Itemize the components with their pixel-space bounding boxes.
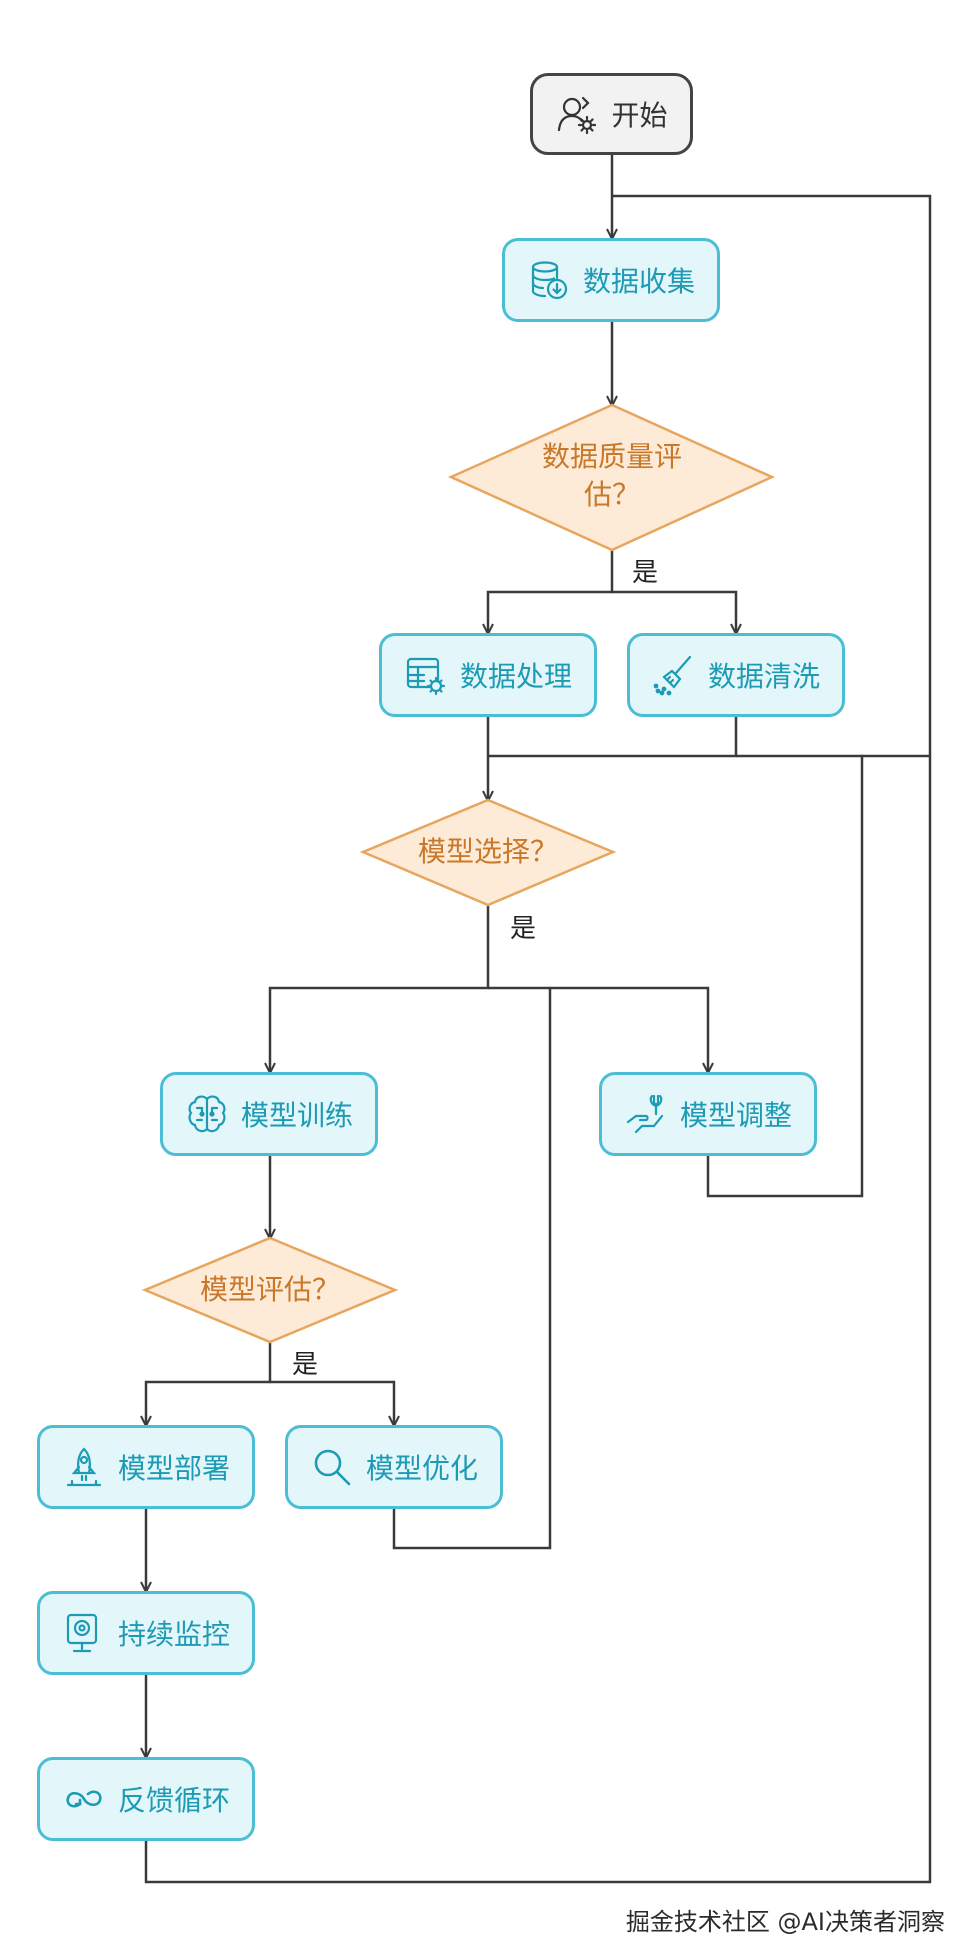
continuous-monitoring-node: 持续监控	[37, 1591, 255, 1675]
start-node: 开始	[530, 73, 693, 155]
edge-select-to-train	[270, 905, 490, 1072]
feedback-loop-label: 反馈循环	[117, 1784, 230, 1817]
database-download-icon	[531, 261, 568, 300]
model-training-node: 模型训练	[160, 1072, 378, 1156]
yes-label-quality: 是	[632, 558, 659, 588]
continuous-monitoring-label: 持续监控	[117, 1618, 230, 1651]
edge-adjust-loop	[706, 754, 864, 1198]
edge-evaluate-to-optimize	[270, 1380, 394, 1425]
data-cleaning-node: 数据清洗	[627, 633, 845, 717]
yes-label-select: 是	[510, 914, 537, 944]
watermark-footer: 掘金技术社区 @AI决策者洞察	[625, 1908, 945, 1936]
decision-select-diamond	[359, 798, 617, 907]
model-tuning-label: 模型调整	[679, 1099, 792, 1132]
data-processing-label: 数据处理	[459, 660, 572, 693]
wrench-hand-icon	[626, 1094, 664, 1134]
feedback-loop-node: 反馈循环	[37, 1757, 255, 1841]
edge-quality-to-process	[488, 550, 614, 633]
edge-evaluate-to-deploy	[146, 1342, 272, 1425]
broom-icon	[653, 655, 692, 696]
edge-feedback-loop	[144, 194, 932, 1884]
edge-optimize-loop	[392, 988, 552, 1550]
model-training-label: 模型训练	[240, 1099, 353, 1132]
model-optimization-node: 模型优化	[285, 1425, 503, 1509]
rocket-icon	[66, 1447, 102, 1487]
edge-select-to-adjust	[488, 986, 708, 1072]
search-icon	[314, 1449, 351, 1486]
edge-quality-to-clean	[612, 590, 736, 633]
data-collection-node: 数据收集	[502, 238, 720, 322]
start-label: 开始	[611, 99, 668, 132]
model-selection-label: 模型选择？	[417, 835, 558, 868]
edge-clean-to-merge	[488, 717, 738, 758]
model-evaluation-label: 模型评估？	[199, 1273, 340, 1306]
model-optimization-label: 模型优化	[365, 1452, 478, 1485]
model-tuning-node: 模型调整	[599, 1072, 817, 1156]
data-cleaning-label: 数据清洗	[707, 660, 820, 693]
brain-icon	[188, 1095, 226, 1133]
model-deployment-label: 模型部署	[117, 1452, 230, 1485]
table-gear-icon	[406, 657, 446, 696]
decision-quality-diamond	[447, 403, 776, 552]
monitor-camera-icon	[66, 1613, 98, 1653]
yes-label-evaluate: 是	[292, 1350, 319, 1380]
data-collection-label: 数据收集	[582, 265, 695, 298]
data-quality-label: 数据质量评估？	[541, 440, 682, 511]
decision-evaluate-diamond	[141, 1236, 399, 1344]
model-deployment-node: 模型部署	[37, 1425, 255, 1509]
data-processing-node: 数据处理	[379, 633, 597, 717]
infinity-loop-icon	[66, 1790, 102, 1808]
person-gear-icon	[558, 96, 597, 135]
